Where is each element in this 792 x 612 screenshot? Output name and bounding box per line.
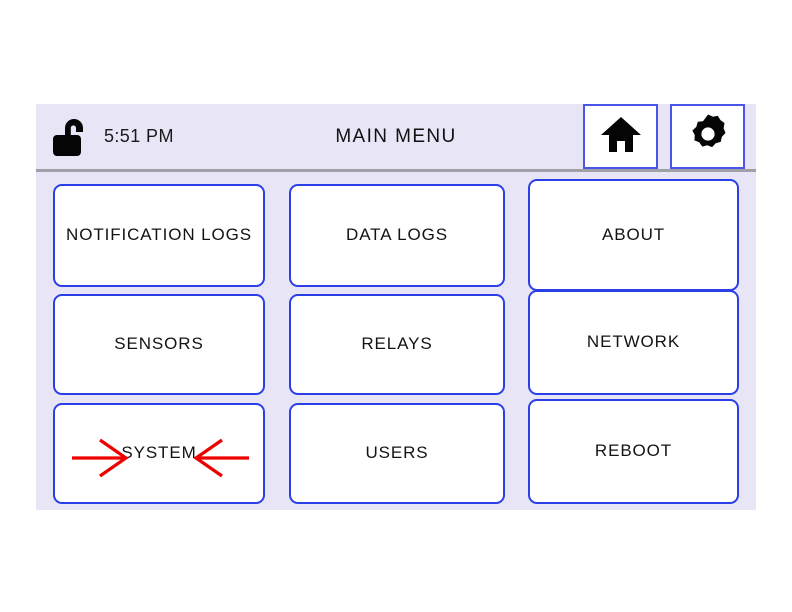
menu-button-reboot[interactable]: REBOOT xyxy=(528,399,739,504)
menu-button-notification-logs[interactable]: NOTIFICATION LOGS xyxy=(53,184,265,287)
menu-button-about[interactable]: ABOUT xyxy=(528,179,739,291)
gear-icon xyxy=(687,113,729,160)
header-bar: 5:51 PM MAIN MENU xyxy=(36,104,756,172)
menu-button-system[interactable]: SYSTEM xyxy=(53,403,265,504)
unlocked-padlock-icon xyxy=(49,114,93,162)
main-menu-grid: NOTIFICATION LOGS DATA LOGS ABOUT SENSOR… xyxy=(36,175,756,510)
page-title: MAIN MENU xyxy=(335,125,457,147)
device-screen-panel: 5:51 PM MAIN MENU NOTIFICATION LOGS DATA… xyxy=(36,104,756,510)
menu-button-network[interactable]: NETWORK xyxy=(528,290,739,395)
clock-label: 5:51 PM xyxy=(104,126,174,146)
menu-button-sensors[interactable]: SENSORS xyxy=(53,294,265,395)
menu-button-data-logs[interactable]: DATA LOGS xyxy=(289,184,505,287)
home-button[interactable] xyxy=(583,104,658,169)
menu-button-relays[interactable]: RELAYS xyxy=(289,294,505,395)
home-icon xyxy=(600,114,642,159)
menu-button-users[interactable]: USERS xyxy=(289,403,505,504)
settings-button[interactable] xyxy=(670,104,745,169)
